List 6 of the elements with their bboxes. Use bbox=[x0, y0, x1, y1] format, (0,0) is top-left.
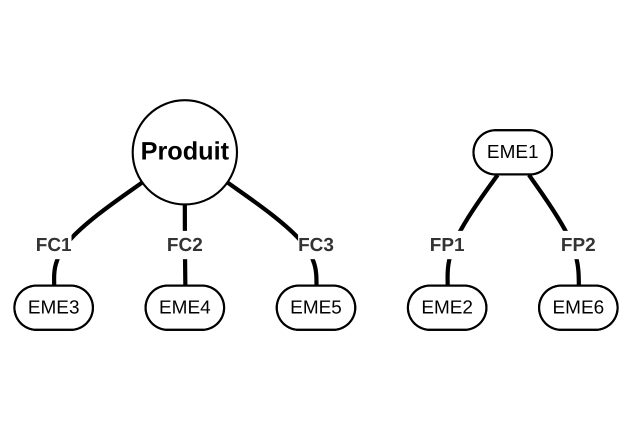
edge-label: FP2 bbox=[560, 234, 596, 256]
edge-label: FP1 bbox=[430, 234, 465, 256]
edge-label: FC3 bbox=[298, 234, 334, 256]
edge-label: FC2 bbox=[166, 234, 203, 256]
edge-label: FC1 bbox=[36, 234, 72, 256]
node-circle: Produit bbox=[132, 99, 238, 206]
